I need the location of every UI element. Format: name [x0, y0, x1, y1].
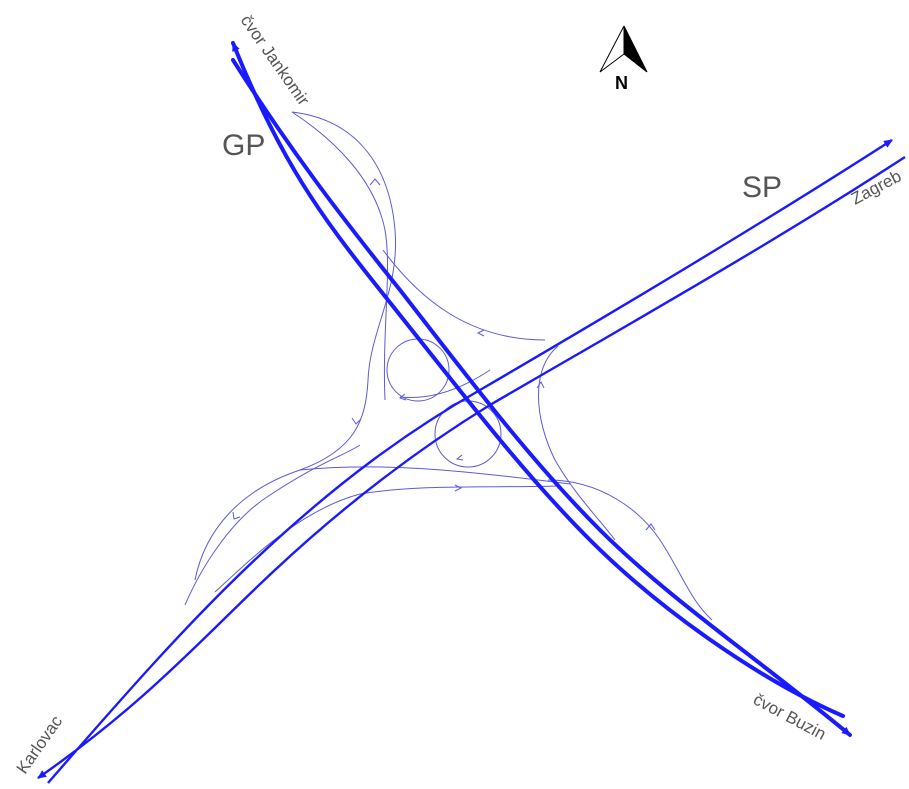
ramp-south-east — [547, 479, 713, 621]
ramp-cross-lower — [214, 485, 561, 593]
north-arrow-left-half — [599, 25, 625, 73]
ramp-arrow — [455, 454, 464, 461]
north-arrow-right-half — [623, 25, 648, 73]
ramps — [184, 111, 713, 621]
north-letter: N — [615, 73, 628, 93]
label-buzin: čvor Buzin — [750, 690, 829, 744]
ramp-cross-lower-2 — [299, 466, 571, 485]
ramp-north-west — [194, 111, 397, 581]
ramp-connector — [399, 369, 491, 399]
ramp-arrow — [369, 178, 381, 186]
loop-upper — [386, 338, 450, 402]
ramp-arrow — [351, 417, 362, 425]
ramp-east — [538, 345, 616, 541]
road-gp — [231, 41, 852, 737]
ramp-arrow — [476, 329, 485, 337]
label-karlovac: Karlovac — [13, 712, 67, 777]
ramp-arrow — [232, 511, 241, 520]
road-sp-lane-1 — [47, 138, 893, 784]
label-sp: SP — [742, 171, 782, 204]
road-sp-lane-2 — [37, 155, 906, 779]
ramp-south-west — [184, 444, 361, 606]
road-sp — [37, 138, 906, 784]
ramp-arrow — [536, 381, 545, 389]
road-gp-lane-2 — [231, 58, 852, 737]
label-jankomir: čvor Jankomir — [237, 11, 313, 109]
road-gp-lane-1 — [231, 41, 845, 718]
label-gp: GP — [222, 129, 265, 162]
ramp-north-east — [382, 249, 546, 341]
north-arrow: N — [599, 25, 648, 93]
ramp-arrow — [645, 523, 656, 531]
ramp-arrows — [232, 178, 656, 531]
label-zagreb: Zagreb — [848, 166, 904, 208]
ramp-north-west-inner — [291, 111, 389, 401]
ramp-arrow — [454, 484, 463, 492]
ramp-arrow — [398, 393, 407, 401]
